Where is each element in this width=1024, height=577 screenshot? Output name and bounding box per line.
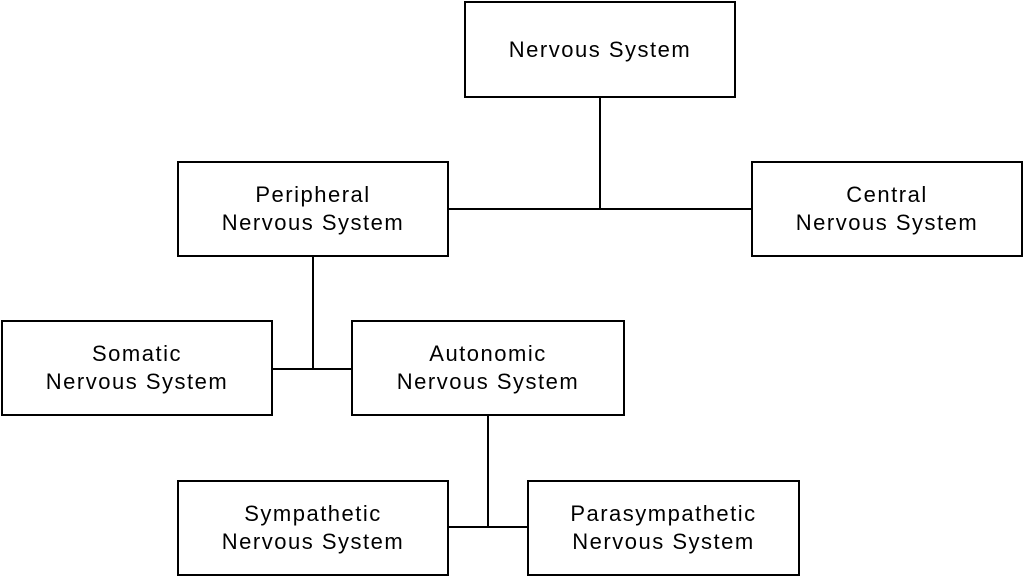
node-nervous-system-line-1: Nervous System bbox=[508, 36, 692, 62]
node-parasympathetic-nervous-system: Parasympathetic Nervous System bbox=[527, 480, 800, 576]
node-autonomic-line-2: Nervous System bbox=[396, 369, 580, 394]
node-somatic-line-2: Nervous System bbox=[45, 369, 229, 394]
node-somatic-nervous-system: Somatic Nervous System bbox=[1, 320, 273, 416]
node-nervous-system: Nervous System bbox=[464, 1, 736, 98]
node-central-line-2: Nervous System bbox=[795, 210, 979, 235]
node-peripheral-line-2: Nervous System bbox=[221, 210, 405, 235]
node-sympathetic-line-1: Sympathetic bbox=[244, 501, 382, 526]
node-central-line-1: Central bbox=[846, 182, 928, 207]
node-parasympathetic-line-1: Parasympathetic bbox=[570, 501, 757, 526]
node-central-nervous-system: Central Nervous System bbox=[751, 161, 1023, 257]
node-somatic-line-1: Somatic bbox=[92, 341, 182, 366]
node-sympathetic-nervous-system: Sympathetic Nervous System bbox=[177, 480, 449, 576]
node-peripheral-nervous-system: Peripheral Nervous System bbox=[177, 161, 449, 257]
node-autonomic-line-1: Autonomic bbox=[429, 341, 547, 366]
node-autonomic-nervous-system: Autonomic Nervous System bbox=[351, 320, 625, 416]
node-sympathetic-line-2: Nervous System bbox=[221, 529, 405, 554]
node-parasympathetic-line-2: Nervous System bbox=[572, 529, 755, 554]
node-peripheral-line-1: Peripheral bbox=[255, 182, 371, 207]
